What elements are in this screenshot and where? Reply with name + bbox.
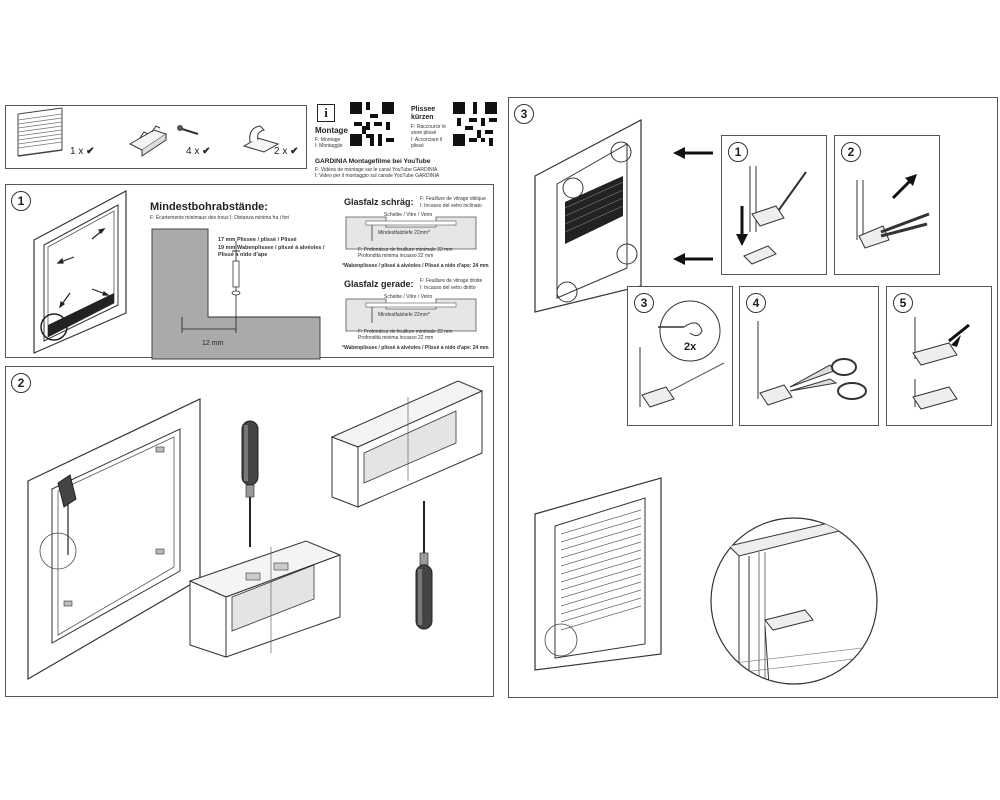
bracket-mount-bottom	[188, 540, 342, 658]
substep-4-panel: 4	[739, 286, 879, 426]
screw-icon	[177, 125, 199, 135]
glass-rebate-straight	[345, 298, 477, 332]
qr-code-montage	[350, 102, 394, 146]
window-frame-diagram	[33, 190, 127, 354]
kuerzen-title: Plissee kürzen	[411, 106, 436, 121]
scissors-diagram	[757, 321, 867, 406]
step3-panel: 3 1 2	[508, 97, 998, 698]
dim-12mm: 12 mm	[202, 340, 224, 347]
step2-number: 2	[11, 373, 31, 393]
screwdriver-icon-2	[415, 501, 433, 630]
step1-heading: Mindestbohrabstände:	[150, 201, 268, 213]
cord-knot-diagram	[639, 300, 725, 408]
substep-5-panel: 5	[886, 286, 992, 426]
screwdriver-icon	[241, 420, 259, 547]
glasfalz-schraeg-title: Glasfalz schräg:	[344, 197, 414, 207]
qr-code-kuerzen	[453, 102, 497, 146]
clip-release-diagram	[736, 166, 807, 265]
substep-3-panel: 3 2x	[627, 286, 733, 426]
info-icon: i	[317, 104, 335, 122]
pleated-blind-icon	[17, 107, 63, 157]
step1-number: 1	[11, 191, 31, 211]
bracket-mount-top	[330, 380, 484, 508]
clip-insert-diagram	[912, 317, 970, 410]
step3-number: 3	[514, 104, 534, 124]
drill-distance-diagram	[151, 228, 321, 360]
detail-zoom-circle	[710, 517, 878, 685]
qty-holders: 2 x ✔	[274, 146, 299, 157]
arrow-left-top	[673, 147, 713, 159]
youtube-title: GARDINIA Montagefilme bei YouTube	[315, 158, 431, 165]
window-with-screwdriver	[27, 398, 201, 681]
pliers-diagram	[856, 174, 930, 249]
step2-panel: 2	[5, 366, 494, 697]
twice-label: 2x	[684, 341, 697, 353]
holder-icon	[242, 125, 280, 153]
installed-blind-window	[534, 477, 662, 671]
glasfalz-gerade-title: Glasfalz gerade:	[344, 279, 414, 289]
montage-title: Montage	[315, 126, 348, 135]
glass-rebate-oblique	[345, 216, 477, 250]
window-with-blind	[534, 119, 642, 313]
parts-panel: 1 x ✔ 4 x ✔ 2 x ✔	[5, 105, 307, 169]
arrow-left-bottom	[673, 253, 713, 265]
qty-clips: 4 x ✔	[186, 146, 211, 157]
substep-2-panel: 2	[834, 135, 940, 275]
qty-blind: 1 x ✔	[70, 146, 95, 157]
step1-panel: 1 Mindestbohrabstände: F: Écartements mi…	[5, 184, 494, 360]
clip-bracket-icon	[128, 125, 168, 157]
montage-info: i Montage F: Montage I: Montaggio Plisse…	[315, 102, 500, 182]
substep-1-panel: 1	[721, 135, 827, 275]
